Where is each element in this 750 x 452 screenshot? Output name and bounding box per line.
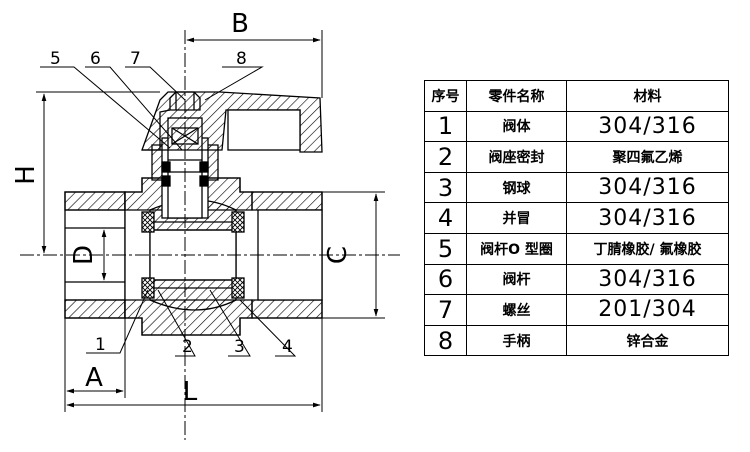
leader-number-7: 7 — [130, 49, 141, 69]
dim-label-d: D — [69, 245, 99, 265]
leader-number-8: 8 — [236, 49, 247, 69]
row-material: 304/316 — [566, 171, 729, 204]
table-row: 3 钢球 304/316 — [424, 171, 729, 204]
row-no: 5 — [424, 232, 467, 265]
leader-lines — [40, 66, 297, 357]
header-part-name: 零件名称 — [466, 80, 567, 112]
row-part-name: 阀体 — [466, 110, 567, 143]
valve-cross-section-drawing: B H D C A L 5 6 7 8 1 2 3 4 — [11, 9, 400, 440]
table-row: 6 阀杆 304/316 — [424, 263, 729, 296]
row-no: 7 — [424, 294, 467, 326]
row-part-name: 阀座密封 — [466, 141, 567, 173]
table-row: 4 并冒 304/316 — [424, 202, 729, 234]
header-no: 序号 — [424, 80, 467, 112]
table-header-row: 序号 零件名称 材料 — [424, 80, 729, 112]
row-part-name: 手柄 — [466, 324, 567, 357]
row-part-name: 螺丝 — [466, 294, 567, 326]
leader-number-5: 5 — [50, 49, 61, 69]
table-row: 2 阀座密封 聚四氟乙烯 — [424, 141, 729, 173]
row-part-name: 并冒 — [466, 202, 567, 234]
row-no: 2 — [424, 141, 467, 173]
row-material: 304/316 — [566, 263, 729, 296]
table-row: 1 阀体 304/316 — [424, 110, 729, 143]
row-material: 201/304 — [566, 294, 729, 326]
dim-label-h: H — [11, 165, 41, 185]
row-part-name: 阀杆O 型圈 — [466, 232, 567, 265]
handle — [141, 91, 323, 153]
table-row: 8 手柄 锌合金 — [424, 324, 729, 357]
leader-number-2: 2 — [182, 337, 193, 357]
row-material: 304/316 — [566, 202, 729, 234]
dim-label-l: L — [183, 377, 198, 407]
dim-label-c: C — [323, 246, 353, 264]
dim-label-b: B — [231, 9, 249, 39]
row-part-name: 钢球 — [466, 171, 567, 204]
row-no: 1 — [424, 110, 467, 143]
row-no: 4 — [424, 202, 467, 234]
table-row: 7 螺丝 201/304 — [424, 294, 729, 326]
row-no: 8 — [424, 324, 467, 357]
dim-label-a: A — [85, 363, 103, 393]
header-material: 材料 — [566, 80, 729, 112]
row-material: 聚四氟乙烯 — [566, 141, 729, 173]
row-no: 3 — [424, 171, 467, 204]
row-no: 6 — [424, 263, 467, 296]
parts-material-table: 序号 零件名称 材料 1 阀体 304/316 2 阀座密封 聚四氟乙烯 3 钢… — [424, 80, 729, 357]
table-row: 5 阀杆O 型圈 丁腈橡胶/ 氟橡胶 — [424, 232, 729, 265]
row-material: 304/316 — [566, 110, 729, 143]
row-material: 锌合金 — [566, 324, 729, 357]
leader-number-6: 6 — [90, 49, 101, 69]
row-material: 丁腈橡胶/ 氟橡胶 — [566, 232, 729, 265]
leader-number-1: 1 — [95, 335, 106, 355]
leader-number-4: 4 — [282, 337, 293, 357]
row-part-name: 阀杆 — [466, 263, 567, 296]
leader-number-3: 3 — [234, 337, 245, 357]
seat-seals — [141, 211, 245, 299]
